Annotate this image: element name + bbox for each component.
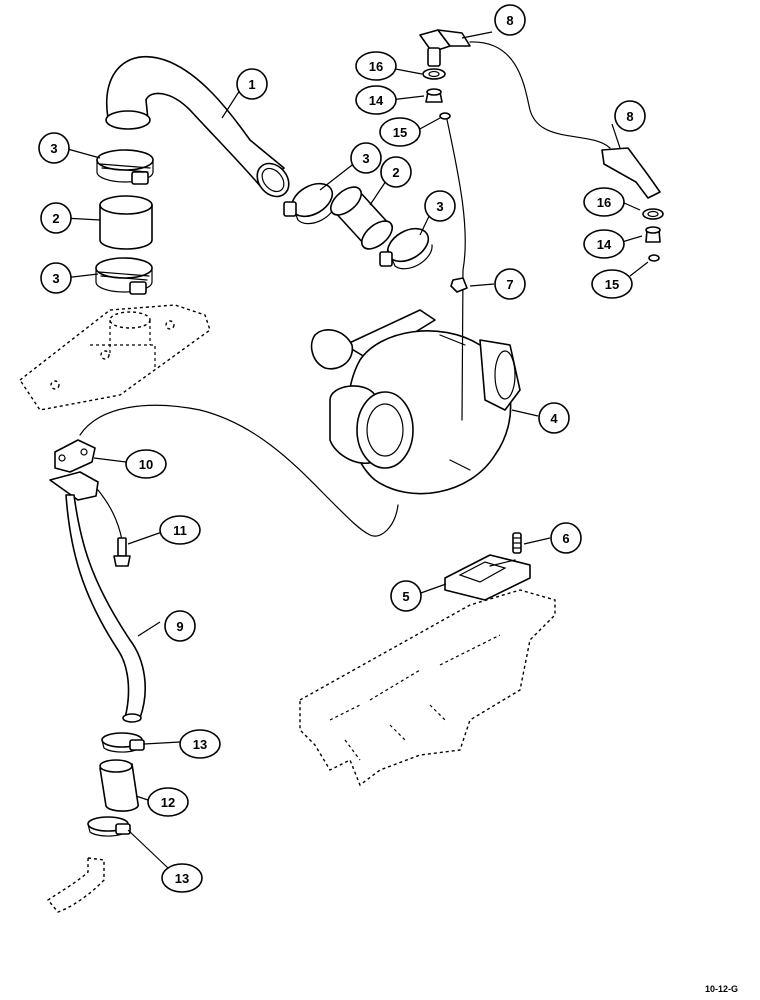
engine-oil-return-pipe — [46, 857, 105, 913]
part-4-turbocharger — [310, 309, 521, 495]
callout-15-upper: 15 — [379, 117, 421, 147]
part-7-nut — [450, 277, 468, 293]
svg-text:2: 2 — [392, 165, 399, 180]
part-15-o-ring-upper — [439, 112, 451, 120]
callout-9: 9 — [164, 610, 196, 642]
callout-7: 7 — [494, 268, 526, 300]
callout-2-middle: 2 — [380, 156, 412, 188]
svg-text:10: 10 — [139, 457, 153, 472]
part-3-hose-clamp-upper-left — [96, 149, 154, 185]
svg-text:16: 16 — [369, 59, 383, 74]
svg-text:8: 8 — [506, 13, 513, 28]
part-16-sealing-washer-lower — [642, 208, 664, 220]
svg-text:6: 6 — [562, 531, 569, 546]
svg-text:14: 14 — [597, 237, 612, 252]
callout-4: 4 — [538, 402, 570, 434]
svg-text:4: 4 — [550, 411, 558, 426]
part-2-rubber-sleeve-left — [99, 195, 153, 250]
svg-text:13: 13 — [193, 737, 207, 752]
part-15-o-ring-lower — [648, 254, 660, 262]
part-5-gasket — [444, 554, 531, 601]
callout-14-lower: 14 — [583, 229, 625, 259]
callout-10: 10 — [125, 449, 167, 479]
part-3-hose-clamp-middle-2 — [379, 227, 433, 270]
callout-8-upper: 8 — [494, 4, 526, 36]
part-1-intake-elbow-pipe — [105, 56, 290, 198]
part-6-stud — [512, 532, 522, 554]
callout-3-upper-left: 3 — [38, 132, 70, 164]
svg-text:1: 1 — [248, 77, 255, 92]
svg-text:7: 7 — [506, 277, 513, 292]
part-16-sealing-washer-upper — [422, 68, 446, 80]
callout-13-lower: 13 — [161, 863, 203, 893]
svg-text:3: 3 — [362, 151, 369, 166]
callout-1: 1 — [236, 68, 268, 100]
part-12-hose — [99, 759, 140, 812]
svg-text:3: 3 — [436, 199, 443, 214]
svg-text:3: 3 — [50, 141, 57, 156]
part-8-oil-line-fitting-lower — [601, 147, 661, 199]
callout-6: 6 — [550, 522, 582, 554]
callout-3-lower-left: 3 — [40, 262, 72, 294]
part-11-bolt — [113, 537, 131, 567]
svg-text:5: 5 — [402, 589, 409, 604]
callout-15-lower: 15 — [591, 269, 633, 299]
svg-text:13: 13 — [175, 871, 189, 886]
svg-text:2: 2 — [52, 211, 59, 226]
svg-text:14: 14 — [369, 93, 384, 108]
callout-3-middle-1: 3 — [350, 142, 382, 174]
part-13-hose-clamp-lower — [87, 816, 131, 837]
callout-16-upper: 16 — [355, 51, 397, 81]
part-3-hose-clamp-middle-1 — [283, 182, 337, 225]
callout-5: 5 — [390, 580, 422, 612]
oil-supply-line — [419, 29, 611, 421]
callout-3-middle-2: 3 — [424, 190, 456, 222]
part-10-gasket — [54, 439, 96, 473]
svg-text:8: 8 — [626, 109, 633, 124]
figure-reference-code: 10-12-G — [705, 984, 738, 994]
svg-text:9: 9 — [176, 619, 183, 634]
part-9-oil-drain-tube — [49, 471, 146, 723]
svg-text:11: 11 — [173, 523, 187, 538]
callout-14-upper: 14 — [355, 85, 397, 115]
svg-text:3: 3 — [52, 271, 59, 286]
callout-2-left: 2 — [40, 202, 72, 234]
svg-text:15: 15 — [605, 277, 619, 292]
svg-text:16: 16 — [597, 195, 611, 210]
part-14-adapter-fitting-upper — [425, 88, 443, 103]
part-2-rubber-sleeve-middle — [329, 186, 394, 250]
callout-13-upper: 13 — [179, 729, 221, 759]
callout-11: 11 — [159, 515, 201, 545]
oil-drain-route-line — [79, 404, 399, 541]
intake-flange-plate — [19, 304, 211, 411]
part-13-hose-clamp-upper — [101, 732, 145, 753]
exhaust-manifold — [299, 589, 556, 787]
svg-text:15: 15 — [393, 125, 407, 140]
part-3-hose-clamp-lower-left — [95, 257, 153, 295]
svg-text:12: 12 — [161, 795, 175, 810]
callout-12: 12 — [147, 787, 189, 817]
callout-16-lower: 16 — [583, 187, 625, 217]
part-14-adapter-fitting-lower — [645, 226, 661, 243]
callout-8-lower: 8 — [614, 100, 646, 132]
